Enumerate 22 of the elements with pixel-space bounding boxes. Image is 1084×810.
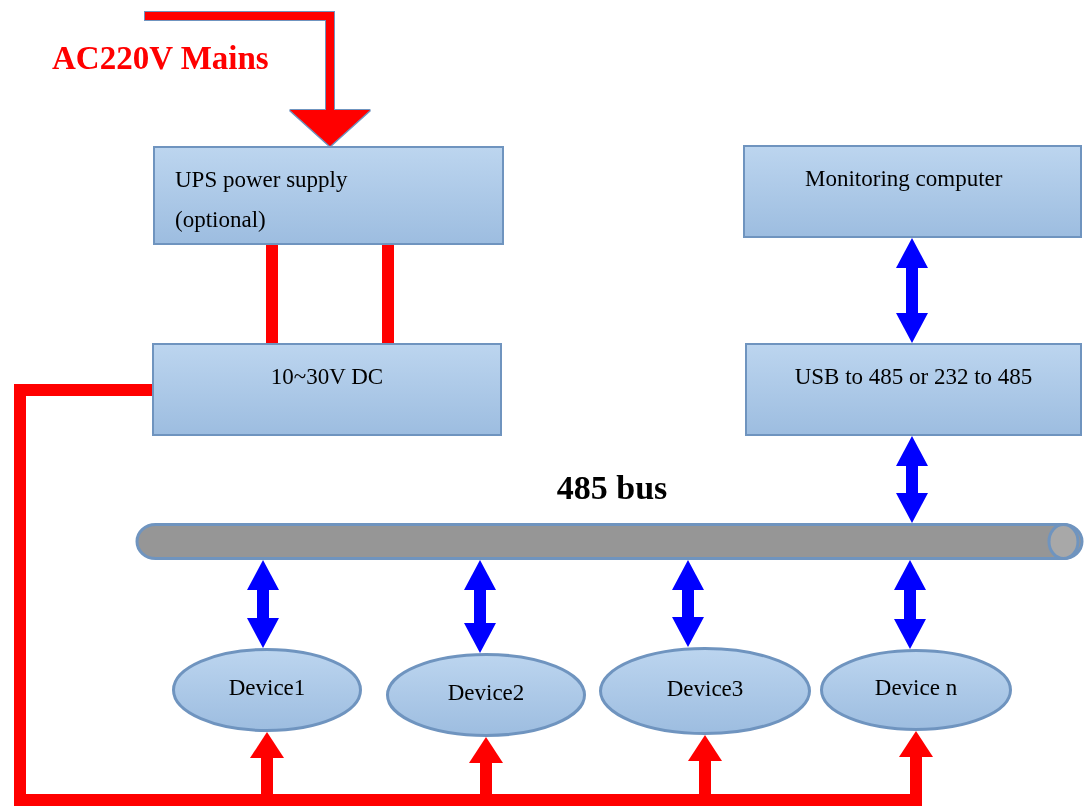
process-box (745, 343, 1082, 436)
box-label: UPS power supply (optional) (175, 166, 349, 234)
box-label: USB to 485 or 232 to 485 (793, 363, 1034, 391)
bus-title: 485 bus (555, 468, 669, 508)
device-label: Device2 (446, 679, 526, 707)
double-arrow (247, 560, 279, 648)
process-box (153, 146, 504, 245)
device-label: Device3 (665, 675, 745, 703)
double-arrow (672, 560, 704, 647)
double-arrow (894, 560, 926, 649)
device-label: Device1 (227, 674, 307, 702)
connector-line (382, 245, 394, 343)
process-box (152, 343, 502, 436)
edge-label: AC220V Mains (52, 40, 269, 77)
process-box (743, 145, 1082, 238)
double-arrow (464, 560, 496, 653)
connector-line (266, 245, 278, 343)
device-label: Device n (873, 674, 959, 702)
double-arrow (896, 436, 928, 523)
double-arrow (896, 238, 928, 343)
box-label: 10~30V DC (269, 363, 385, 391)
box-label: Monitoring computer (804, 165, 1004, 193)
